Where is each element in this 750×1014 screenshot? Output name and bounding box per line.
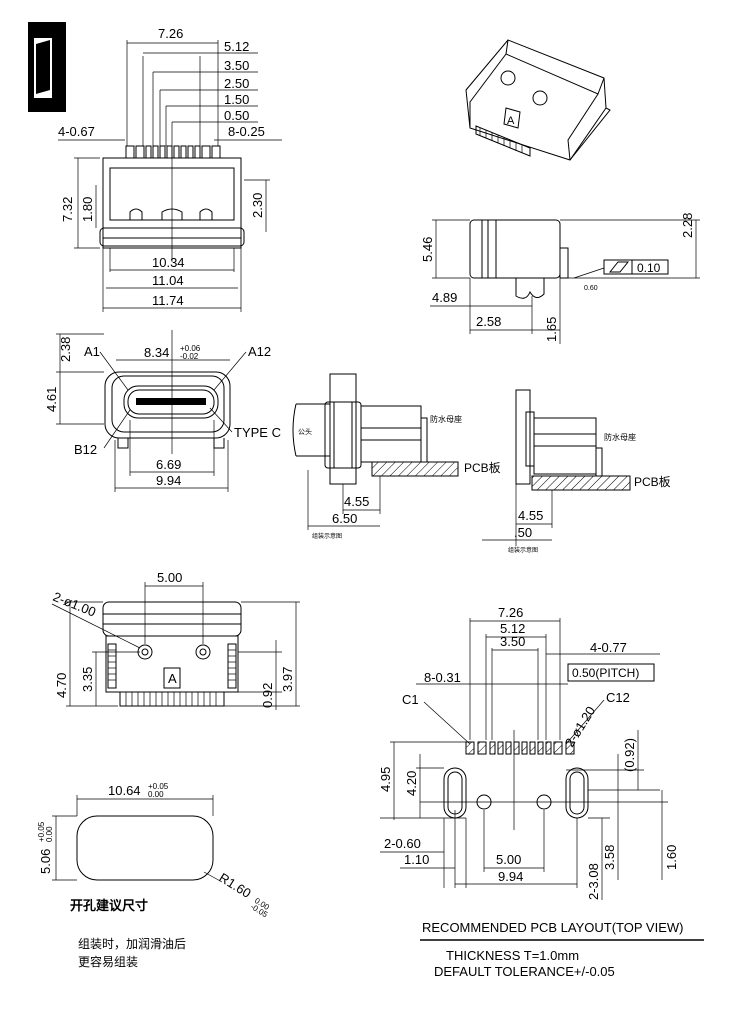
front-view: A1 8.34 +0.06 -0.02 A12 B12 TYPE C 2.38 … xyxy=(44,330,281,492)
side-dim-228: 2.28 xyxy=(680,213,695,238)
cutout-height-tol-bottom: 0.00 xyxy=(45,826,54,842)
bottom-dim-092: 0.92 xyxy=(260,683,275,708)
pcb-dim-994: 9.94 xyxy=(498,869,523,884)
iso-marker-a: A xyxy=(507,115,515,127)
front-pin-a1: A1 xyxy=(84,344,100,359)
pcb-tolerance-note: DEFAULT TOLERANCE+/-0.05 xyxy=(434,964,615,979)
top-pin-left-label: 4-0.67 xyxy=(58,124,95,139)
mount-right-pcb-label: PCB板 xyxy=(634,475,671,489)
pcb-c1-label: C1 xyxy=(402,692,419,707)
top-dim-1174: 11.74 xyxy=(152,293,184,308)
mount-right-caption: 组装示意图 xyxy=(508,546,538,554)
top-dim-1104: 11.04 xyxy=(152,273,184,288)
pcb-dim-420: 4.20 xyxy=(404,771,419,796)
top-dim-230: 2.30 xyxy=(250,193,265,218)
cutout-title: 开孔建议尺寸 xyxy=(70,898,148,914)
mount-right-dim-455: 4.55 xyxy=(518,508,543,523)
pcb-dim-110: 1.10 xyxy=(404,852,429,867)
front-pin-b12: B12 xyxy=(74,442,97,457)
pcb-pin-right-label: 4-0.77 xyxy=(590,640,627,655)
mount-left-pcb-label: PCB板 xyxy=(464,461,501,475)
cutout-height: 5.06 xyxy=(38,849,53,874)
front-dim-238: 2.38 xyxy=(58,337,73,362)
top-dim-250: 2.50 xyxy=(224,76,249,91)
bottom-dim-500: 5.00 xyxy=(157,570,182,585)
pcb-layout-view: 7.26 5.12 3.50 4-0.77 0.50(PITCH) 8-0.31… xyxy=(378,605,704,979)
side-dim-489: 4.89 xyxy=(432,290,457,305)
logo-fragment xyxy=(28,22,66,112)
cutout-note-line1: 组装时，加润滑油后 xyxy=(78,937,186,951)
side-tolerance-value: 0.10 xyxy=(637,261,661,275)
pcb-dim-500: 5.00 xyxy=(496,852,521,867)
cutout-width-tol-top: +0.05 xyxy=(148,782,169,791)
cutout-width: 10.64 xyxy=(108,783,141,798)
bottom-marker-a: A xyxy=(168,671,177,686)
mount-left-dim-650: 6.50 xyxy=(332,511,357,526)
side-view: 5.46 2.28 0.10 0.60 4.89 2.58 1.65 xyxy=(420,213,700,344)
pcb-pin-left-label: 8-0.31 xyxy=(424,670,461,685)
front-width-834: 8.34 xyxy=(144,345,169,360)
front-width-tol-bottom: -0.02 xyxy=(180,352,199,361)
pcb-dim-060: 2-0.60 xyxy=(384,836,421,851)
mount-left-waterproof-label: 防水母座 xyxy=(430,414,462,424)
top-dim-180: 1.80 xyxy=(80,197,95,222)
mount-view-right: 防水母座 PCB板 4.55 .50 组装示意图 xyxy=(482,389,671,554)
bottom-dim-397: 3.97 xyxy=(280,667,295,692)
top-pin-right-label: 8-0.25 xyxy=(228,124,265,139)
pcb-c12-label: C12 xyxy=(606,690,630,705)
pcb-dim-092: (0.92) xyxy=(622,738,637,772)
front-dim-669: 6.69 xyxy=(156,457,181,472)
top-dim-732: 7.32 xyxy=(60,197,75,222)
top-dim-1034: 10.34 xyxy=(152,255,185,270)
pcb-dim-726: 7.26 xyxy=(498,605,523,620)
mount-left-plug-label: 公头 xyxy=(298,427,312,436)
top-dim-512: 5.12 xyxy=(224,39,249,54)
front-pin-a12: A12 xyxy=(248,344,271,359)
mount-right-dim-50: .50 xyxy=(514,525,532,540)
mount-view-left: 公头 防水母座 PCB板 4.55 6.50 组装示意图 xyxy=(292,373,501,540)
side-dim-060: 0.60 xyxy=(584,285,598,292)
cutout-note-line2: 更容易组装 xyxy=(78,954,138,969)
cutout-height-tol-top: +0.05 xyxy=(37,821,46,842)
top-dim-050: 0.50 xyxy=(224,108,249,123)
top-dim-350: 3.50 xyxy=(224,58,249,73)
bottom-dim-470: 4.70 xyxy=(54,673,69,698)
bottom-view: A 5.00 2-ø1.00 4.70 3.35 0.92 xyxy=(51,570,300,710)
front-dim-461: 4.61 xyxy=(44,387,59,412)
side-dim-546: 5.46 xyxy=(420,237,435,262)
pcb-dim-358: 3.58 xyxy=(602,845,617,870)
isometric-view: A xyxy=(465,39,611,161)
cutout-radius: R1.60 xyxy=(216,870,253,901)
pcb-dim-160: 1.60 xyxy=(664,845,679,870)
mount-left-dim-455: 4.55 xyxy=(344,494,369,509)
pcb-layout-title: RECOMMENDED PCB LAYOUT(TOP VIEW) xyxy=(422,920,683,935)
front-width-tol-top: +0.06 xyxy=(180,344,201,353)
cutout-view: 10.64 +0.05 0.00 5.06 +0.05 0.00 R1.60 0… xyxy=(37,782,271,969)
front-dim-994: 9.94 xyxy=(156,473,181,488)
pcb-dim-350: 3.50 xyxy=(500,634,525,649)
top-view: 7.26 5.12 3.50 2.50 1.50 0.50 4-0.67 8-0… xyxy=(58,26,282,312)
bottom-dim-335: 3.35 xyxy=(80,667,95,692)
mount-right-waterproof-label: 防水母座 xyxy=(604,432,636,442)
mount-left-caption: 组装示意图 xyxy=(312,532,342,540)
top-dim-150: 1.50 xyxy=(224,92,249,107)
pcb-pitch-label: 0.50(PITCH) xyxy=(572,666,639,680)
pcb-thickness-note: THICKNESS T=1.0mm xyxy=(446,948,579,963)
cutout-width-tol-bottom: 0.00 xyxy=(148,790,164,799)
pcb-dim-308: 2-3.08 xyxy=(586,863,601,900)
top-dim-726: 7.26 xyxy=(158,26,183,41)
front-type-label: TYPE C xyxy=(234,425,281,440)
pcb-dim-512: 5.12 xyxy=(500,621,525,636)
pcb-dim-495: 4.95 xyxy=(378,767,393,792)
side-dim-165: 1.65 xyxy=(544,317,559,342)
side-dim-258: 2.58 xyxy=(476,314,501,329)
